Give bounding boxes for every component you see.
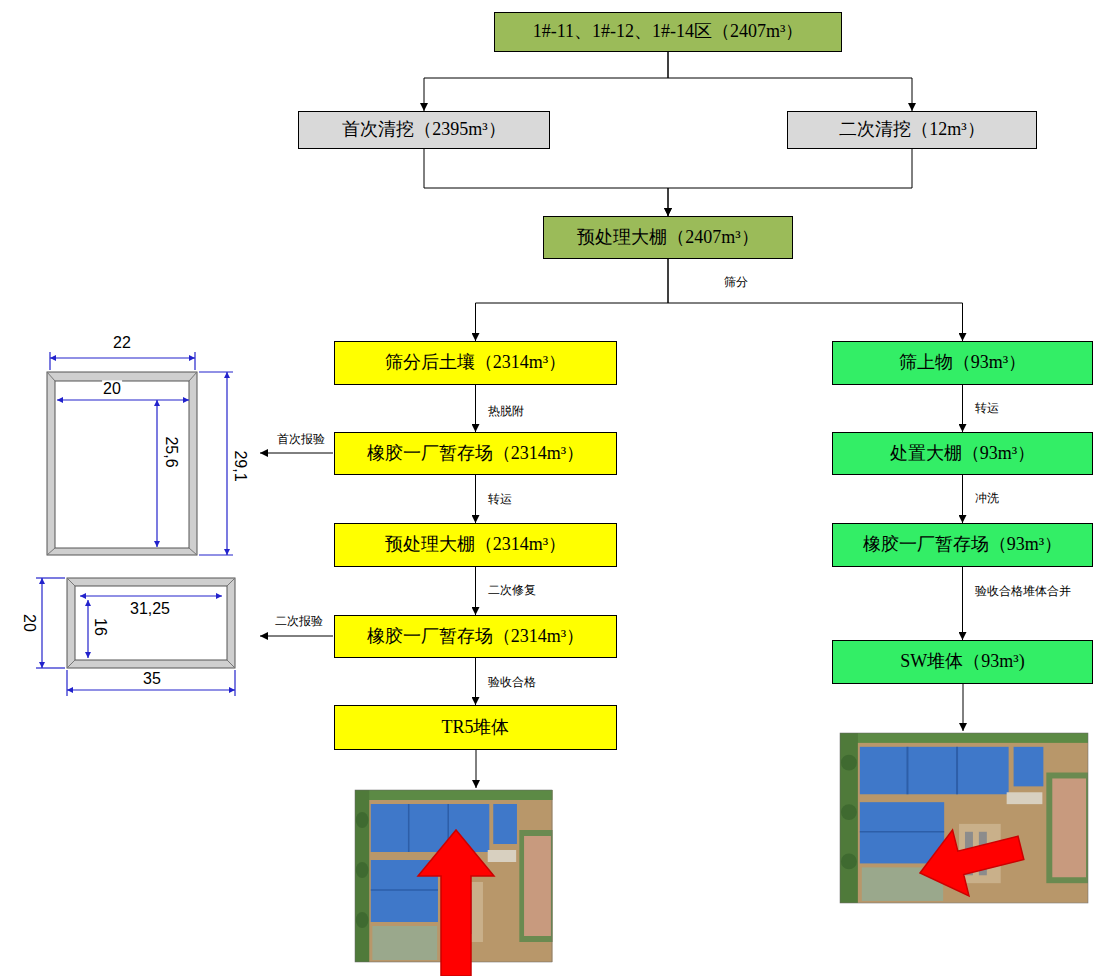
edge-label: 转运 (486, 492, 514, 508)
edge-label: 冲洗 (973, 491, 1001, 507)
edge-label: 验收合格 (486, 675, 538, 691)
flow-connector (475, 385, 476, 432)
dimension-lines (50, 352, 233, 555)
dimension-label: 22 (112, 334, 132, 352)
edge-label: 筛分 (722, 275, 750, 291)
dimension-lines (36, 578, 235, 696)
edge-label: 热脱附 (486, 404, 526, 420)
dimension-label: 29,1 (231, 449, 249, 482)
flow-connector (668, 149, 912, 216)
edge-label: 转运 (973, 401, 1001, 417)
dimension-label: 35 (142, 670, 162, 688)
box-text: 橡胶一厂暂存场（93m³） (863, 534, 1062, 556)
inspection-label: 首次报验 (276, 433, 326, 446)
box-text: 处置大棚（93m³） (890, 443, 1035, 465)
flow-connector (424, 149, 668, 216)
flow-connector (475, 658, 476, 705)
inspection-arrow (260, 453, 333, 454)
flow-connector (424, 52, 668, 111)
flow-connector (962, 385, 963, 432)
dimension-label: 16 (91, 617, 109, 637)
box-text: 橡胶一厂暂存场（2314m³） (367, 626, 584, 648)
box-text: 预处理大棚（2407m³） (577, 227, 758, 249)
process-box: 橡胶一厂暂存场（2314m³） (334, 432, 617, 475)
process-box: TR5堆体 (334, 705, 617, 750)
flow-connector (962, 475, 963, 523)
box-text: SW堆体（93m³) (900, 651, 1024, 673)
dimension-label: 31,25 (129, 600, 171, 618)
flow-connector (475, 567, 476, 615)
pile-sketch (47, 372, 197, 555)
flow-connector (668, 52, 912, 111)
inspection-arrow (260, 636, 333, 637)
edge-label: 验收合格堆体合并 (973, 584, 1073, 600)
dimension-label: 25,6 (162, 435, 180, 468)
box-text: 橡胶一厂暂存场（2314m³） (367, 443, 584, 465)
dimension-label: 20 (20, 613, 38, 633)
box-text: 筛分后土壤（2314m³） (385, 352, 566, 374)
box-text: 筛上物（93m³） (899, 352, 1026, 374)
process-box: 筛上物（93m³） (832, 341, 1093, 385)
box-text: 1#-11、1#-12、1#-14区（2407m³） (533, 21, 804, 43)
box-text: TR5堆体 (441, 717, 509, 739)
process-box: 预处理大棚（2314m³） (334, 523, 617, 567)
red-pointer-arrow (912, 815, 1029, 906)
process-box: 二次清挖（12m³） (787, 111, 1037, 149)
photo-arrow (476, 750, 477, 788)
process-box: 处置大棚（93m³） (832, 432, 1093, 475)
flow-connector (668, 259, 963, 341)
process-box: 首次清挖（2395m³） (298, 111, 550, 149)
process-box: 1#-11、1#-12、1#-14区（2407m³） (494, 12, 842, 52)
pile-sketch (67, 578, 235, 668)
edge-label: 二次修复 (486, 583, 538, 599)
process-box: SW堆体（93m³) (832, 640, 1093, 684)
flow-connector (476, 259, 669, 341)
process-box: 筛分后土壤（2314m³） (334, 341, 617, 385)
flow-connector (962, 567, 963, 640)
red-pointer-arrow (418, 830, 494, 976)
process-box: 橡胶一厂暂存场（2314m³） (334, 615, 617, 658)
inspection-label: 二次报验 (274, 615, 324, 628)
process-box: 预处理大棚（2407m³） (543, 216, 793, 259)
dimension-label: 20 (102, 380, 122, 398)
box-text: 预处理大棚（2314m³） (385, 534, 566, 556)
photo-arrow (963, 684, 964, 731)
box-text: 首次清挖（2395m³） (342, 119, 505, 141)
box-text: 二次清挖（12m³） (839, 119, 984, 141)
process-box: 橡胶一厂暂存场（93m³） (832, 523, 1093, 567)
flow-connector (475, 475, 476, 523)
